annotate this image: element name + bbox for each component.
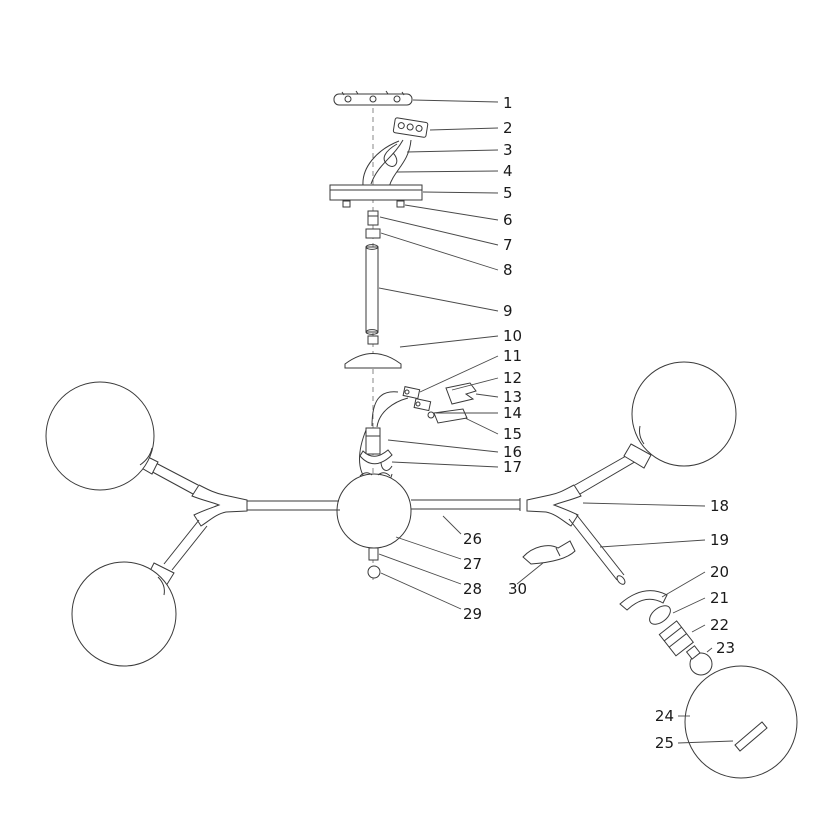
part-label-17: 17: [503, 458, 522, 476]
canopy-dome: [344, 353, 402, 369]
right-arm-rod: [411, 498, 521, 511]
supply-wires: [362, 139, 412, 188]
glass-globe-upper-right: [631, 361, 737, 467]
part-label-30: 30: [508, 580, 527, 598]
part-label-26: 26: [463, 530, 482, 548]
part-label-6: 6: [503, 211, 513, 229]
right-lower-arm: [568, 513, 626, 585]
mounting-bracket-lower: [427, 408, 468, 424]
nipple-connector: [367, 210, 379, 226]
light-bulb: [685, 645, 713, 676]
shade-cup: [619, 590, 668, 611]
glass-insert-strip: [734, 721, 768, 752]
ceiling-mount-bar: [333, 90, 413, 106]
part-label-25: 25: [655, 734, 674, 752]
part-label-4: 4: [503, 162, 513, 180]
part-label-29: 29: [463, 605, 482, 623]
plate-screws: [342, 200, 405, 208]
part-label-16: 16: [503, 443, 522, 461]
part-label-11: 11: [503, 347, 522, 365]
glass-globe-lower-right: [684, 665, 798, 779]
glass-globe-upper-left: [45, 381, 155, 491]
part-label-14: 14: [503, 404, 522, 422]
leader-lines: [378, 99, 734, 744]
part-label-9: 9: [503, 302, 513, 320]
bottom-stem: [368, 547, 379, 561]
part-label-1: 1: [503, 94, 513, 112]
part-label-7: 7: [503, 236, 513, 254]
part-label-19: 19: [710, 531, 729, 549]
wire-connector-caps: [402, 386, 432, 412]
part-label-13: 13: [503, 388, 522, 406]
part-label-24: 24: [655, 707, 674, 725]
socket-ring: [649, 605, 671, 625]
socket-assembly: [359, 427, 393, 465]
down-rod: [365, 244, 379, 345]
part-label-8: 8: [503, 261, 513, 279]
left-arm-rod: [247, 500, 340, 511]
part-label-3: 3: [503, 141, 513, 159]
finial-ball: [367, 565, 381, 579]
part-label-28: 28: [463, 580, 482, 598]
lock-nut: [365, 228, 381, 239]
left-lower-arm: [147, 519, 208, 587]
part-label-18: 18: [710, 497, 729, 515]
left-y-connector: [191, 484, 248, 527]
part-labels: 1 2 3 4 5 6 7 8 9 10 11 12 13 14 15 16 1…: [463, 94, 735, 752]
part-label-12: 12: [503, 369, 522, 387]
mounting-bracket-upper: [445, 382, 477, 405]
central-body: [336, 472, 412, 549]
part-label-2: 2: [503, 119, 513, 137]
lamp-socket: [658, 620, 694, 657]
part-label-5: 5: [503, 184, 513, 202]
part-label-10: 10: [503, 327, 522, 345]
part-label-27: 27: [463, 555, 482, 573]
part-label-21: 21: [710, 589, 729, 607]
right-upper-arm: [574, 443, 652, 495]
right-y-connector: [526, 484, 582, 527]
glass-globe-lower-left: [71, 561, 177, 667]
terminal-block: [392, 117, 429, 138]
mounting-plate: [329, 184, 423, 201]
part-label-15: 15: [503, 425, 522, 443]
part-label-20: 20: [710, 563, 729, 581]
part-label-22: 22: [710, 616, 729, 634]
winged-coupler: [522, 540, 576, 565]
part-label-23: 23: [716, 639, 735, 657]
